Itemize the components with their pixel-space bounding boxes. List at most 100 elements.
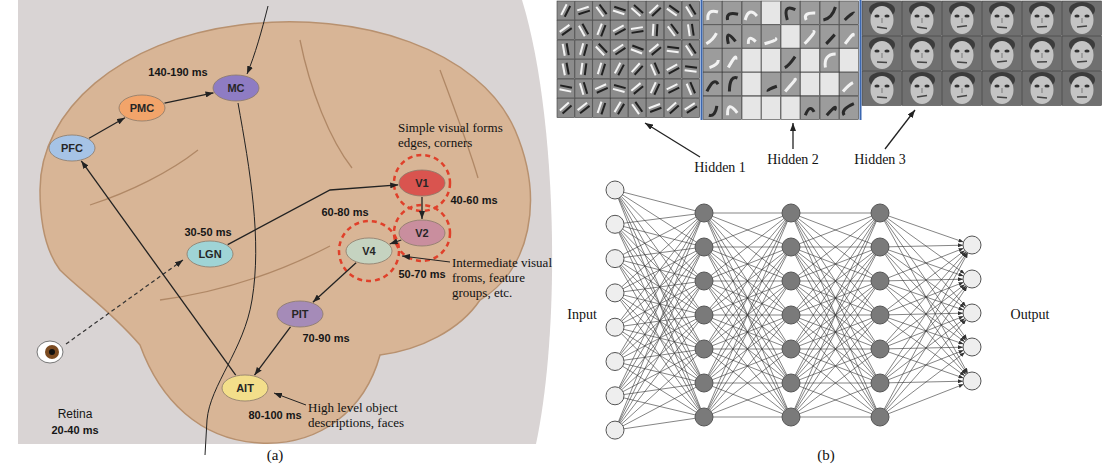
filter-stripe (602, 64, 606, 75)
filter-cell (646, 99, 663, 118)
pathway-arrow (165, 93, 214, 103)
filter-stripe (597, 88, 608, 93)
face-nose (881, 88, 882, 93)
area-label: LGN (198, 248, 221, 260)
latency-label: 140-190 ms (147, 66, 208, 79)
network-neuron (963, 338, 981, 356)
filter-cell (664, 1, 681, 20)
network-weight (799, 386, 871, 414)
filter-stripe (577, 7, 588, 11)
network-weight (800, 213, 871, 214)
brain-area: PMC (118, 94, 166, 122)
filter-cell (820, 25, 839, 48)
filter-stroke (709, 60, 718, 68)
filter-cell (682, 1, 699, 20)
filter-cell (646, 79, 663, 98)
area-ellipse (49, 135, 95, 161)
pathway-arrow (255, 327, 291, 375)
network-weight (795, 221, 876, 375)
area-ellipse (119, 95, 165, 121)
network-weight (799, 216, 871, 244)
network-weight (710, 220, 785, 308)
face-shape (871, 6, 894, 34)
pathway-arrow (228, 185, 399, 245)
face-eye (1084, 50, 1089, 53)
network-neuron (782, 238, 800, 256)
filter-stripe (598, 102, 602, 113)
network-weight (887, 352, 965, 411)
filter-stroke (843, 104, 854, 116)
pointer-arrow (274, 393, 306, 405)
face-shape (951, 76, 974, 104)
area-ellipse (346, 238, 392, 264)
face-mouth (877, 61, 887, 63)
face-eye (954, 15, 959, 18)
network-neuron (963, 372, 981, 390)
filter-stripe (598, 63, 602, 74)
filter-cell (557, 99, 574, 118)
network-neuron (871, 340, 889, 358)
filter-cell (682, 99, 699, 118)
network-weight (886, 220, 966, 307)
filter-cell (902, 1, 941, 35)
face-shape (1071, 76, 1094, 104)
network-weight (709, 221, 786, 342)
filter-cell (575, 60, 592, 79)
filter-stripe (650, 108, 661, 112)
network-weight (795, 255, 876, 409)
area-text-group: PFC (61, 142, 83, 154)
network-neuron (871, 374, 889, 392)
face-mouth (1037, 61, 1047, 63)
filter-cell (557, 79, 574, 98)
filter-cell (575, 99, 592, 118)
face-shape (951, 6, 974, 34)
filter-cell (1022, 1, 1061, 35)
filter-stroke (709, 106, 717, 116)
filter-stroke (805, 13, 815, 20)
network-illustration (557, 1, 1101, 439)
network-neuron (695, 408, 713, 426)
face-nose (881, 18, 882, 23)
filter-stripe (635, 66, 643, 75)
face-nose (961, 18, 962, 23)
filter-cell (742, 1, 761, 24)
face-shape (951, 41, 974, 69)
filter-cell (557, 1, 574, 20)
filter-cell (742, 72, 761, 95)
filter-cell (646, 60, 663, 79)
face-eye (884, 85, 889, 88)
face-eye (884, 50, 889, 53)
face-mouth (957, 26, 967, 27)
network-neuron (606, 421, 624, 439)
area-text-group: PIT (291, 308, 308, 320)
network-weight (623, 217, 696, 254)
network-neuron (871, 238, 889, 256)
filter-stroke (827, 107, 836, 115)
network-weight (623, 195, 697, 242)
filter-stripe (601, 103, 605, 114)
pathway-arrow (89, 118, 125, 138)
annotation: Intermediate visual froms, feature group… (452, 255, 564, 300)
network-weight (799, 216, 871, 244)
network-neuron (695, 340, 713, 358)
face-eye (1004, 85, 1009, 88)
face-nose (881, 53, 882, 58)
network-weight (709, 289, 786, 410)
face-mouth (917, 61, 927, 63)
filter-stroke (708, 11, 718, 20)
face-nose (1081, 18, 1082, 23)
filter-cell (703, 96, 722, 119)
face-eye (1034, 85, 1039, 88)
brain-area: V2 (398, 219, 446, 247)
feature-arrow (645, 123, 700, 157)
filter-cell (723, 25, 742, 48)
network-neuron (606, 181, 624, 199)
filter-cell (611, 79, 628, 98)
area-label: PFC (61, 142, 83, 154)
filter-stripe (615, 48, 625, 55)
face-nose (921, 88, 922, 93)
filter-stripe (618, 65, 624, 76)
network-weight (795, 221, 876, 375)
filter-stroke (748, 38, 755, 44)
filter-cell (629, 40, 646, 59)
